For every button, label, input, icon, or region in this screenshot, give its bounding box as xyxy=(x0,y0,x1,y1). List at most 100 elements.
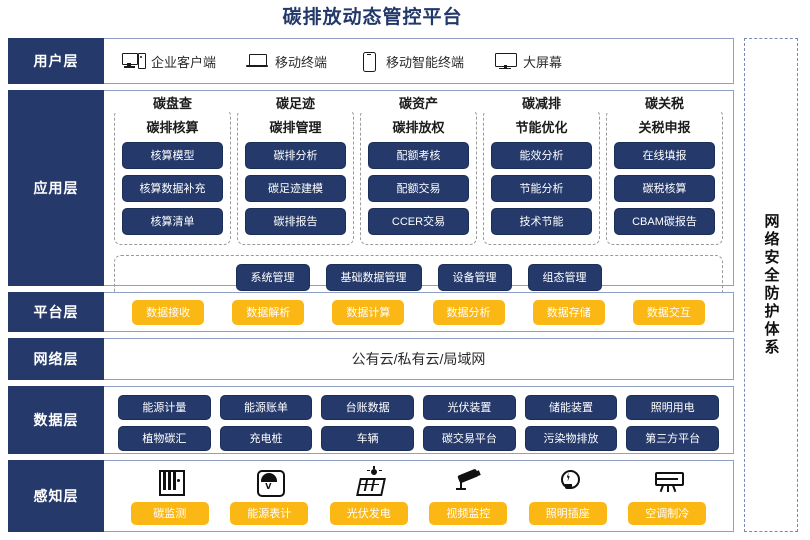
platform-item[interactable]: 数据存储 xyxy=(532,299,605,325)
app-item[interactable]: 配额考核 xyxy=(368,142,469,169)
sensing-item-lighting-socket[interactable]: 照明插座 xyxy=(522,468,614,525)
app-column-subtitle: 节能优化 xyxy=(515,120,568,135)
user-item-mobile-terminal[interactable]: 移动终端 xyxy=(246,51,327,71)
app-item[interactable]: CCER交易 xyxy=(368,208,469,235)
app-column-carbon-inventory: 碳盘查 碳排核算 核算模型 核算数据补充 核算清单 xyxy=(114,93,231,245)
app-item[interactable]: 在线填报 xyxy=(614,142,715,169)
app-item[interactable]: 核算清单 xyxy=(122,208,223,235)
security-panel-label: 网络安全防护体系 xyxy=(762,213,780,357)
layer-label-platform: 平台层 xyxy=(8,292,104,332)
laptop-icon xyxy=(246,51,269,71)
sensing-item-label: 能源表计 xyxy=(230,501,309,525)
app-column-title: 碳盘查 xyxy=(114,93,231,112)
app-column-carbon-tariff: 碳关税 关税申报 在线填报 碳税核算 CBAM碳报告 xyxy=(606,93,723,245)
app-column-subtitle: 碳排管理 xyxy=(269,120,322,135)
data-item[interactable]: 第三方平台 xyxy=(626,426,720,451)
app-column-subtitle: 碳排放权 xyxy=(392,120,445,135)
sensing-item-energy-meter[interactable]: V 能源表计 xyxy=(223,468,315,525)
data-item[interactable]: 碳交易平台 xyxy=(423,426,516,451)
user-item-enterprise-client[interactable]: 企业客户端 xyxy=(122,51,216,71)
app-column-carbon-asset: 碳资产 碳排放权 配额考核 配额交易 CCER交易 xyxy=(360,93,477,245)
app-item[interactable]: 碳税核算 xyxy=(614,175,715,202)
user-item-smart-mobile-terminal[interactable]: 移动智能终端 xyxy=(357,51,464,72)
app-column-carbon-footprint: 碳足迹 碳排管理 碳排分析 碳足迹建模 碳排报告 xyxy=(237,93,354,245)
app-item[interactable]: 技术节能 xyxy=(491,208,592,235)
app-item[interactable]: 核算数据补充 xyxy=(122,175,223,202)
app-management-item[interactable]: 基础数据管理 xyxy=(325,263,422,291)
app-item[interactable]: CBAM碳报告 xyxy=(614,208,715,235)
app-item[interactable]: 碳排分析 xyxy=(245,142,346,169)
layer-label-data: 数据层 xyxy=(8,386,104,454)
sensing-item-air-conditioning[interactable]: 空调制冷 xyxy=(621,468,713,525)
app-item[interactable]: 节能分析 xyxy=(491,175,592,202)
layer-body-user: 企业客户端 移动终端 移动智能终端 xyxy=(104,38,734,84)
layer-body-application: 碳盘查 碳排核算 核算模型 核算数据补充 核算清单 碳足迹 碳排管理 碳排分析 … xyxy=(104,90,734,299)
layer-label-application: 应用层 xyxy=(8,90,104,286)
data-row-2: 植物碳汇 充电桩 车辆 碳交易平台 污染物排放 第三方平台 xyxy=(118,426,720,451)
sensing-item-carbon-monitor[interactable]: 碳监测 xyxy=(124,468,216,525)
app-item[interactable]: 能效分析 xyxy=(491,142,592,169)
user-item-label: 移动终端 xyxy=(275,54,328,70)
app-item[interactable]: 碳足迹建模 xyxy=(245,175,346,202)
data-item[interactable]: 车辆 xyxy=(321,426,415,451)
app-item[interactable]: 核算模型 xyxy=(122,142,223,169)
data-item[interactable]: 储能装置 xyxy=(524,395,618,420)
data-item[interactable]: 台账数据 xyxy=(321,395,415,420)
sensing-item-label: 视频监控 xyxy=(429,501,508,525)
phone-icon xyxy=(357,51,379,72)
data-item[interactable]: 充电桩 xyxy=(219,426,313,451)
platform-item[interactable]: 数据分析 xyxy=(432,299,505,325)
layer-platform: 平台层 数据接收 数据解析 数据计算 数据分析 数据存储 数据交互 xyxy=(8,292,734,332)
layer-application: 应用层 碳盘查 碳排核算 核算模型 核算数据补充 核算清单 碳足迹 碳排管理 xyxy=(8,90,734,299)
layer-body-network: 公有云/私有云/局域网 xyxy=(104,338,734,380)
data-item[interactable]: 照明用电 xyxy=(626,395,720,420)
app-column-box: 碳排放权 配额考核 配额交易 CCER交易 xyxy=(360,109,477,245)
carbon-monitor-icon xyxy=(155,468,185,496)
app-column-title: 碳关税 xyxy=(606,93,723,112)
sensing-item-solar-power[interactable]: 光伏发电 xyxy=(323,465,415,525)
app-column-subtitle: 关税申报 xyxy=(638,120,691,135)
data-item[interactable]: 污染物排放 xyxy=(524,426,618,451)
app-column-box: 节能优化 能效分析 节能分析 技术节能 xyxy=(483,109,600,245)
app-management-box: 系统管理 基础数据管理 设备管理 组态管理 xyxy=(114,255,723,299)
app-management-item[interactable]: 组态管理 xyxy=(527,263,602,291)
data-item[interactable]: 能源计量 xyxy=(118,395,211,420)
light-bulb-icon xyxy=(553,468,583,496)
platform-item[interactable]: 数据解析 xyxy=(232,299,305,325)
app-management-item[interactable]: 系统管理 xyxy=(235,263,310,291)
platform-item[interactable]: 数据接收 xyxy=(132,299,205,325)
big-screen-icon xyxy=(494,51,518,71)
app-column-title: 碳足迹 xyxy=(237,93,354,112)
layer-sensing: 感知层 碳监测 V 能源表计 xyxy=(8,460,734,532)
sensing-item-video-surveillance[interactable]: 视频监控 xyxy=(422,468,514,525)
layer-label-user: 用户层 xyxy=(8,38,104,84)
app-column-subtitle: 碳排核算 xyxy=(146,120,199,135)
app-column-carbon-reduction: 碳减排 节能优化 能效分析 节能分析 技术节能 xyxy=(483,93,600,245)
layer-user: 用户层 企业客户端 移动终端 xyxy=(8,38,734,84)
layer-data: 数据层 能源计量 能源账单 台账数据 光伏装置 储能装置 照明用电 植物碳汇 充… xyxy=(8,386,734,454)
app-item[interactable]: 碳排报告 xyxy=(245,208,346,235)
app-column-title: 碳资产 xyxy=(360,93,477,112)
sensing-item-label: 光伏发电 xyxy=(329,501,408,525)
user-item-big-screen[interactable]: 大屏幕 xyxy=(494,51,562,71)
app-column-box: 碳排管理 碳排分析 碳足迹建模 碳排报告 xyxy=(237,109,354,245)
cctv-camera-icon xyxy=(453,468,483,496)
platform-item[interactable]: 数据交互 xyxy=(632,299,705,325)
network-text: 公有云/私有云/局域网 xyxy=(351,351,486,367)
data-item[interactable]: 能源账单 xyxy=(219,395,313,420)
data-row-1: 能源计量 能源账单 台账数据 光伏装置 储能装置 照明用电 xyxy=(118,395,720,420)
page-title: 碳排放动态管控平台 xyxy=(282,7,463,28)
layer-body-platform: 数据接收 数据解析 数据计算 数据分析 数据存储 数据交互 xyxy=(104,292,734,332)
user-item-label: 大屏幕 xyxy=(523,54,563,70)
layer-label-sensing: 感知层 xyxy=(8,460,104,532)
sensing-item-label: 碳监测 xyxy=(130,501,209,525)
data-item[interactable]: 植物碳汇 xyxy=(118,426,211,451)
app-management-item[interactable]: 设备管理 xyxy=(437,263,512,291)
data-item[interactable]: 光伏装置 xyxy=(423,395,516,420)
layer-body-sensing: 碳监测 V 能源表计 光伏发电 xyxy=(104,460,734,532)
platform-item[interactable]: 数据计算 xyxy=(332,299,405,325)
layer-body-data: 能源计量 能源账单 台账数据 光伏装置 储能装置 照明用电 植物碳汇 充电桩 车… xyxy=(104,386,734,454)
app-item[interactable]: 配额交易 xyxy=(368,175,469,202)
layer-label-network: 网络层 xyxy=(8,338,104,380)
